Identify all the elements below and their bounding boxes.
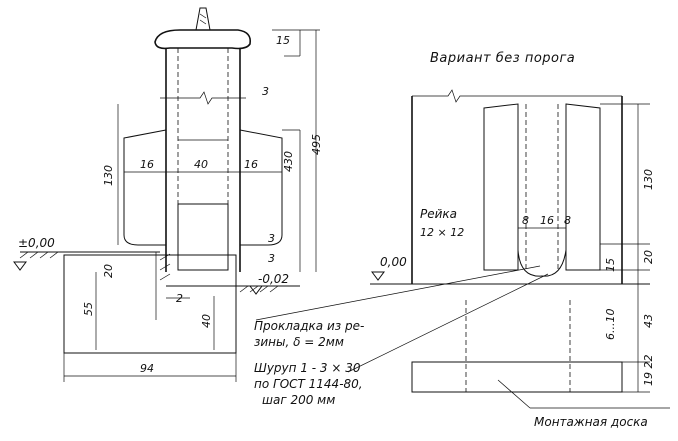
handle <box>154 29 252 50</box>
dim-15-top: 15 <box>276 34 290 47</box>
mounting-board <box>411 361 623 393</box>
dim-43: 43 <box>642 314 655 328</box>
rail-size: 12 × 12 <box>420 226 464 239</box>
screw-callout-line3: шаг 200 мм <box>262 393 335 407</box>
variant-title: Вариант без порога <box>430 51 575 66</box>
dim-2: 2 <box>176 292 183 305</box>
rail-label: Рейка <box>420 207 457 221</box>
gasket-callout-line2: зины, δ = 2мм <box>254 335 344 349</box>
level-zero-left: ±0,00 <box>18 236 55 250</box>
dim-40-bottom: 40 <box>200 314 213 328</box>
dim-3-top: 3 <box>262 85 269 98</box>
dim-20-right: 20 <box>642 250 655 264</box>
dim-16: 16 <box>540 214 554 227</box>
dim-3-bottom: 3 <box>268 232 275 245</box>
dim-94: 94 <box>140 362 154 375</box>
dim-19-22: 19 22 <box>642 355 655 387</box>
threshold-block <box>63 254 237 354</box>
dim-3-side: 3 <box>268 252 275 265</box>
left-dimensions: 15 495 3 16 40 16 430 130 3 3 20 2 55 40… <box>18 34 323 375</box>
right-labels: Вариант без порога Рейка 12 × 12 8 16 8 … <box>380 51 655 386</box>
level-minus: -0,02 <box>258 272 289 286</box>
dim-8-right: 8 <box>564 214 571 227</box>
screw-callout-line2: по ГОСТ 1144-80, <box>254 377 363 391</box>
level-zero-right: 0,00 <box>380 255 407 269</box>
dim-8-left: 8 <box>522 214 529 227</box>
left-view <box>13 7 320 382</box>
dim-3-20: 20 <box>102 264 115 278</box>
mounting-board-label: Монтажная доска <box>534 415 648 429</box>
dim-6-10: 6...10 <box>604 309 617 341</box>
callouts: Прокладка из ре- зины, δ = 2мм Шуруп 1 -… <box>254 265 670 429</box>
screw-callout-line1: Шуруп 1 - 3 × 30 <box>254 361 361 375</box>
gasket-callout-line1: Прокладка из ре- <box>254 319 364 333</box>
dim-430: 430 <box>282 151 295 172</box>
dim-495: 495 <box>310 134 323 155</box>
dim-130-right: 130 <box>642 169 655 190</box>
dim-40: 40 <box>194 158 208 171</box>
dim-16-right: 16 <box>244 158 258 171</box>
dim-15-right: 15 <box>604 258 617 272</box>
dim-16-left: 16 <box>140 158 154 171</box>
right-view <box>370 89 650 393</box>
dim-55: 55 <box>82 302 95 316</box>
dim-130: 130 <box>102 165 115 186</box>
